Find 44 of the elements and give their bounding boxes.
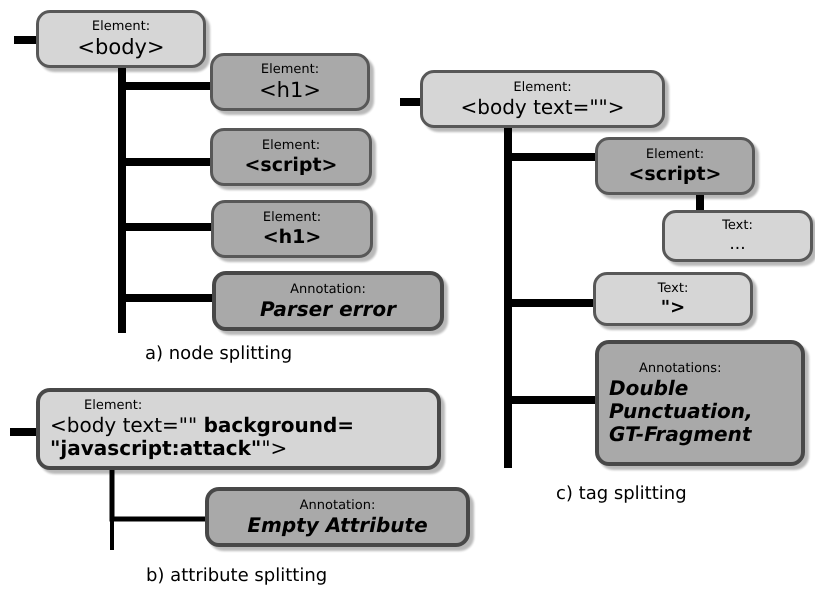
node-heading: Annotation: (290, 282, 366, 298)
node-value: Double Punctuation, GT-Fragment (609, 376, 754, 446)
node-value: <body text=""> (460, 96, 624, 118)
node-heading: Element: (262, 138, 320, 154)
node-heading: Element: (260, 62, 320, 78)
connector-line (110, 470, 205, 522)
node-value: <h1> (259, 78, 321, 102)
node-heading: Element: (262, 210, 322, 226)
node-value: <body> (77, 35, 165, 59)
tree-node-box (420, 70, 665, 128)
annotation-box (595, 340, 805, 466)
tree-node-box (595, 137, 755, 195)
node-value: "> (660, 296, 686, 318)
node-value: <script> (628, 163, 722, 185)
figure-caption: a) node splitting (145, 343, 292, 364)
connector-line (14, 36, 36, 44)
tree-node-box (662, 210, 813, 262)
node-heading: Element: (646, 147, 704, 163)
tree-node-box (36, 10, 206, 68)
node-heading: Element: (84, 398, 142, 414)
tree-node-box (593, 272, 753, 326)
node-value: <body text="" background= "javascript:attack""> (50, 414, 356, 460)
annotation-box (205, 487, 470, 547)
node-heading: Element: (92, 19, 150, 35)
node-heading: Text: (722, 218, 753, 234)
annotation-box (36, 388, 441, 470)
connector-line (400, 98, 420, 106)
node-heading: Element: (513, 80, 572, 96)
node-value: Parser error (260, 298, 396, 320)
tree-node-box (210, 128, 372, 186)
figure-caption: b) attribute splitting (146, 565, 328, 586)
node-value: Empty Attribute (247, 514, 428, 536)
tree-node-box (211, 200, 373, 258)
node-value: <h1> (262, 226, 322, 248)
node-heading: Text: (658, 280, 688, 296)
annotation-box (212, 271, 444, 331)
tree-node-box (210, 53, 370, 111)
figure-caption: c) tag splitting (556, 483, 687, 504)
connector-line (10, 428, 36, 436)
connector-line (696, 195, 704, 210)
node-heading: Annotation: (300, 498, 376, 514)
node-value: ... (729, 234, 746, 254)
node-value: <script> (244, 154, 338, 176)
node-heading: Annotations: (639, 360, 722, 376)
